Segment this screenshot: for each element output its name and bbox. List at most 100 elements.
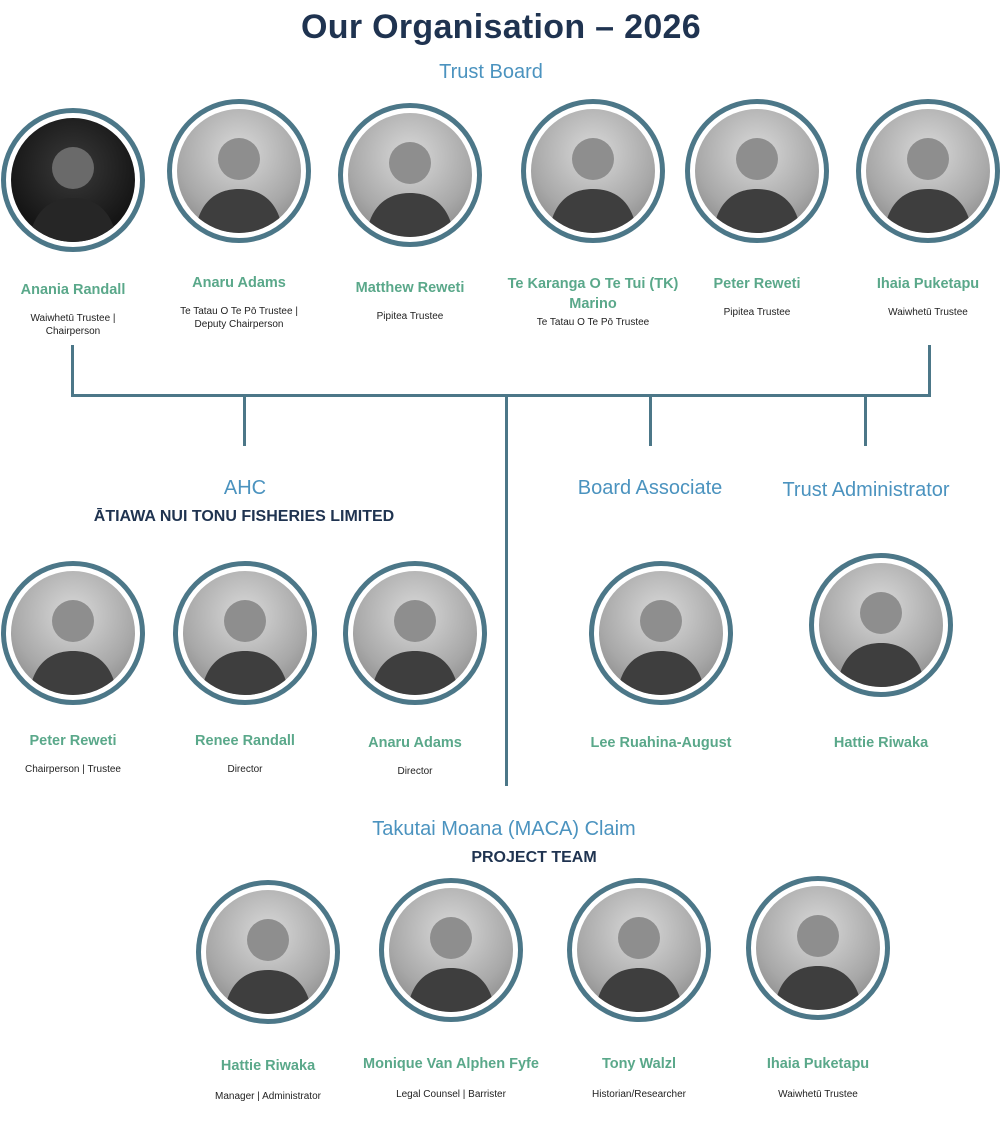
head-shape	[907, 138, 949, 180]
person-silhouette-icon	[224, 919, 312, 1014]
member-role: Waiwhetū Trustee	[888, 307, 968, 318]
connector-line	[71, 394, 931, 397]
connector-line	[864, 394, 867, 446]
member-card: Anania Randall Waiwhetū Trustee | Chairp…	[0, 108, 163, 338]
member-card: Hattie Riwaka Manager | Administrator	[178, 880, 358, 1103]
member-role: Legal Counsel | Barrister	[396, 1089, 506, 1100]
member-role: Pipitea Trustee	[376, 311, 444, 322]
member-name: Peter Reweti	[29, 733, 117, 749]
member-card: Peter Reweti Chairperson | Trustee	[0, 561, 163, 776]
member-name: Monique Van Alphen Fyfe	[363, 1056, 539, 1072]
person-photo-icon	[183, 571, 307, 695]
avatar	[809, 553, 953, 697]
head-shape	[430, 917, 472, 959]
person-photo-icon	[819, 563, 943, 687]
member-role: Historian/Researcher	[592, 1089, 686, 1100]
member-role: Pipitea Trustee	[723, 307, 791, 318]
person-photo-icon	[177, 109, 301, 233]
body-shape	[774, 966, 862, 1010]
member-card: Lee Ruahina-August	[571, 561, 751, 753]
head-shape	[218, 138, 260, 180]
person-photo-icon	[531, 109, 655, 233]
avatar	[1, 561, 145, 705]
person-photo-icon	[866, 109, 990, 233]
person-silhouette-icon	[884, 138, 972, 233]
person-photo-icon	[756, 886, 880, 1010]
member-card: Ihaia Puketapu Waiwhetū Trustee	[838, 99, 1002, 319]
person-photo-icon	[206, 890, 330, 1014]
person-silhouette-icon	[837, 592, 925, 687]
ahc-heading: AHC	[223, 477, 267, 499]
maca-org-name: PROJECT TEAM	[471, 849, 597, 866]
member-card: Anaru Adams Director	[325, 561, 505, 778]
head-shape	[224, 600, 266, 642]
avatar	[196, 880, 340, 1024]
body-shape	[29, 198, 117, 242]
body-shape	[224, 970, 312, 1014]
member-name: Te Karanga O Te Tui (TK) Marino	[507, 276, 679, 312]
member-card: Ihaia Puketapu Waiwhetū Trustee	[728, 876, 908, 1101]
body-shape	[884, 189, 972, 233]
person-silhouette-icon	[201, 600, 289, 695]
body-shape	[713, 189, 801, 233]
connector-line	[71, 345, 74, 397]
member-name: Tony Walzl	[601, 1056, 677, 1072]
member-name: Anaru Adams	[368, 735, 462, 751]
person-photo-icon	[353, 571, 477, 695]
member-name: Lee Ruahina-August	[590, 735, 732, 751]
avatar	[856, 99, 1000, 243]
member-name: Peter Reweti	[713, 276, 801, 292]
person-photo-icon	[695, 109, 819, 233]
avatar	[338, 103, 482, 247]
member-card: Matthew Reweti Pipitea Trustee	[320, 103, 500, 323]
avatar	[1, 108, 145, 252]
connector-line	[243, 394, 246, 446]
person-silhouette-icon	[366, 142, 454, 237]
member-name: Hattie Riwaka	[220, 1058, 316, 1074]
member-role: Chairperson | Trustee	[25, 764, 121, 775]
person-silhouette-icon	[195, 138, 283, 233]
ahc-org-name: ĀTIAWA NUI TONU FISHERIES LIMITED	[93, 508, 395, 525]
board-associate-heading: Board Associate	[577, 477, 723, 499]
member-card: Anaru Adams Te Tatau O Te Pō Trustee | D…	[149, 99, 329, 331]
person-photo-icon	[389, 888, 513, 1012]
member-role: Te Tatau O Te Pō Trustee	[536, 317, 650, 328]
member-role: Director	[397, 766, 433, 777]
member-name: Ihaia Puketapu	[876, 276, 980, 292]
member-card: Renee Randall Director	[155, 561, 335, 776]
person-silhouette-icon	[617, 600, 705, 695]
member-role: Director	[227, 764, 263, 775]
person-photo-icon	[11, 571, 135, 695]
head-shape	[247, 919, 289, 961]
body-shape	[617, 651, 705, 695]
member-role: Waiwhetū Trustee	[778, 1089, 858, 1100]
head-shape	[394, 600, 436, 642]
avatar	[521, 99, 665, 243]
body-shape	[201, 651, 289, 695]
person-photo-icon	[599, 571, 723, 695]
member-card: Te Karanga O Te Tui (TK) Marino Te Tatau…	[473, 99, 713, 329]
head-shape	[572, 138, 614, 180]
head-shape	[618, 917, 660, 959]
body-shape	[366, 193, 454, 237]
member-name: Renee Randall	[195, 733, 295, 749]
member-card: Peter Reweti Pipitea Trustee	[667, 99, 847, 319]
head-shape	[736, 138, 778, 180]
person-silhouette-icon	[29, 600, 117, 695]
connector-line	[505, 394, 508, 786]
avatar	[567, 878, 711, 1022]
body-shape	[837, 643, 925, 687]
maca-heading: Takutai Moana (MACA) Claim	[372, 818, 636, 840]
head-shape	[640, 600, 682, 642]
avatar	[167, 99, 311, 243]
person-silhouette-icon	[549, 138, 637, 233]
person-silhouette-icon	[407, 917, 495, 1012]
head-shape	[797, 915, 839, 957]
connector-line	[649, 394, 652, 446]
person-photo-icon	[11, 118, 135, 242]
body-shape	[407, 968, 495, 1012]
member-card: Monique Van Alphen Fyfe Legal Counsel | …	[341, 878, 561, 1101]
avatar	[746, 876, 890, 1020]
body-shape	[29, 651, 117, 695]
trust-board-heading: Trust Board	[439, 61, 543, 83]
